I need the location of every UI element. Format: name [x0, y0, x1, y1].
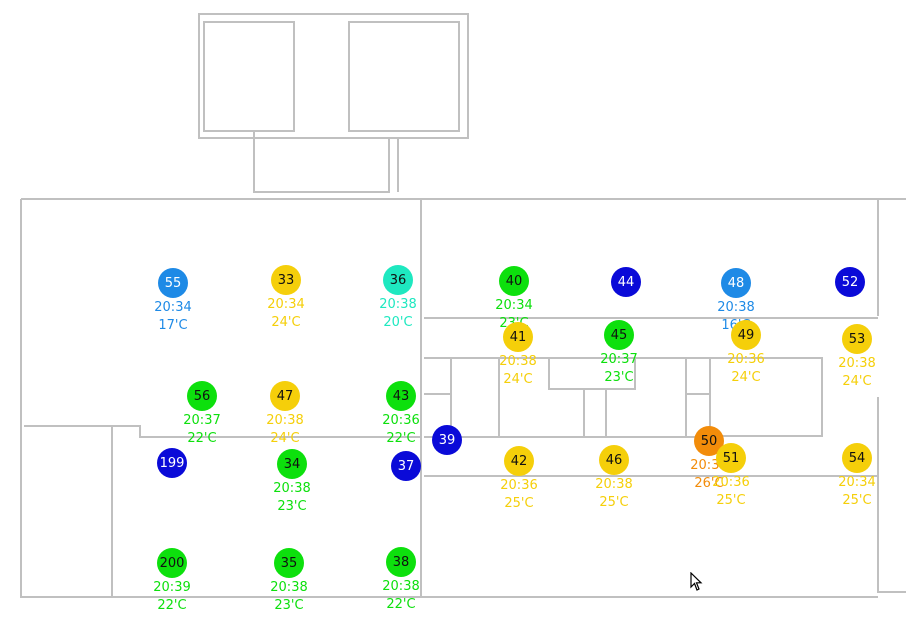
sensor-temperature: 24'C — [503, 372, 533, 387]
sensor-marker[interactable]: 44 — [611, 267, 641, 297]
sensor-temperature: 23'C — [277, 499, 307, 514]
sensor-marker[interactable]: 47 — [270, 381, 300, 411]
sensor-time: 20:37 — [183, 413, 221, 428]
sensor-marker[interactable]: 52 — [835, 267, 865, 297]
sensor-marker[interactable]: 45 — [604, 320, 634, 350]
sensor-temperature: 17'C — [158, 318, 188, 333]
sensor-marker[interactable]: 50 — [694, 426, 724, 456]
sensor-marker[interactable]: 46 — [599, 445, 629, 475]
sensor-marker[interactable]: 37 — [391, 451, 421, 481]
sensor-time: 20:34 — [838, 475, 876, 490]
sensor-time: 20:39 — [153, 580, 191, 595]
sensor-time: 20:38 — [273, 481, 311, 496]
sensor-temperature: 25'C — [599, 495, 629, 510]
sensor-marker[interactable]: 43 — [386, 381, 416, 411]
sensor-temperature: 26'C — [694, 476, 724, 491]
sensor-marker[interactable]: 55 — [158, 268, 188, 298]
sensor-temperature: 23'C — [274, 598, 304, 613]
sensor-temperature: 22'C — [386, 597, 416, 612]
sensor-time: 20:38 — [499, 354, 537, 369]
sensor-time: 20:38 — [379, 297, 417, 312]
sensor-temperature: 25'C — [504, 496, 534, 511]
sensor-marker[interactable]: 199 — [157, 448, 187, 478]
sensor-marker[interactable]: 51 — [716, 443, 746, 473]
sensor-time: 20:38 — [717, 300, 755, 315]
sensor-time: 20:34 — [267, 297, 305, 312]
sensor-marker[interactable]: 49 — [731, 320, 761, 350]
sensor-temperature: 24'C — [842, 374, 872, 389]
sensor-temperature: 22'C — [386, 431, 416, 446]
sensor-marker[interactable]: 35 — [274, 548, 304, 578]
sensor-time: 20:38 — [270, 580, 308, 595]
sensor-marker[interactable]: 56 — [187, 381, 217, 411]
sensor-temperature: 24'C — [731, 370, 761, 385]
sensor-marker[interactable]: 200 — [157, 548, 187, 578]
sensor-marker[interactable]: 36 — [383, 265, 413, 295]
sensor-marker[interactable]: 33 — [271, 265, 301, 295]
sensor-time: 20:34 — [495, 298, 533, 313]
sensor-time: 20:38 — [266, 413, 304, 428]
sensor-time: 20:34 — [154, 300, 192, 315]
sensor-marker[interactable]: 34 — [277, 449, 307, 479]
sensor-time: 20:38 — [838, 356, 876, 371]
sensor-marker[interactable]: 48 — [721, 268, 751, 298]
sensor-time: 20:36 — [727, 352, 765, 367]
sensor-temperature: 20'C — [383, 315, 413, 330]
sensor-marker[interactable]: 39 — [432, 425, 462, 455]
sensor-temperature: 22'C — [157, 598, 187, 613]
sensor-marker[interactable]: 40 — [499, 266, 529, 296]
sensor-temperature: 24'C — [271, 315, 301, 330]
sensor-temperature: 22'C — [187, 431, 217, 446]
sensor-marker[interactable]: 42 — [504, 446, 534, 476]
sensor-temperature: 25'C — [716, 493, 746, 508]
sensor-time: 20:37 — [600, 352, 638, 367]
sensor-marker[interactable]: 41 — [503, 322, 533, 352]
sensor-time: 20:36 — [500, 478, 538, 493]
sensor-marker[interactable]: 38 — [386, 547, 416, 577]
sensor-temperature: 24'C — [270, 431, 300, 446]
sensor-time: 20:36 — [712, 475, 750, 490]
mouse-pointer-icon — [690, 571, 704, 596]
sensor-marker[interactable]: 53 — [842, 324, 872, 354]
sensor-time: 20:38 — [382, 579, 420, 594]
sensor-marker[interactable]: 54 — [842, 443, 872, 473]
sensor-time: 20:38 — [595, 477, 633, 492]
sensor-temperature: 25'C — [842, 493, 872, 508]
sensor-time: 20:36 — [382, 413, 420, 428]
sensor-temperature: 23'C — [604, 370, 634, 385]
